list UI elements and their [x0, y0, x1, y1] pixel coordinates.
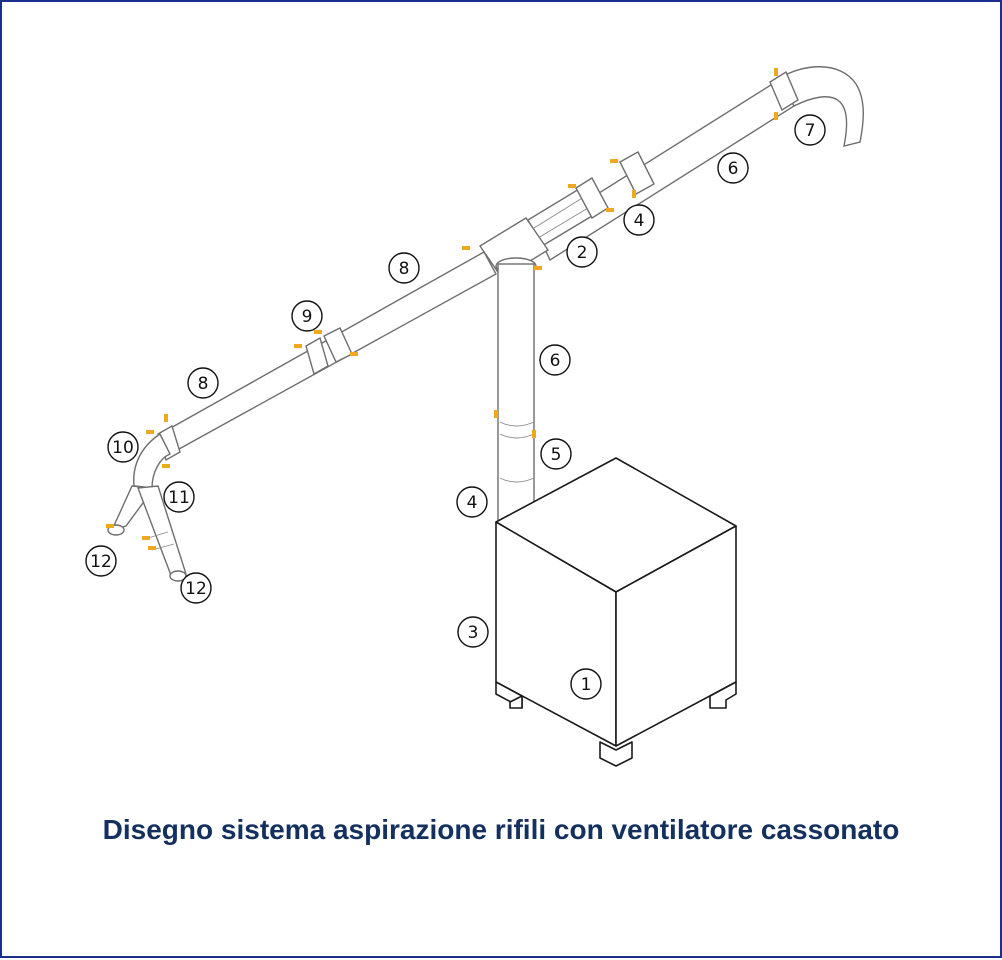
- svg-text:2: 2: [577, 243, 588, 263]
- callout-5: 5: [540, 438, 572, 470]
- callout-3: 3: [457, 616, 489, 648]
- svg-text:10: 10: [112, 438, 134, 458]
- svg-text:4: 4: [467, 493, 478, 513]
- callout-4-bottom: 4: [456, 486, 488, 518]
- callout-9: 9: [291, 300, 323, 332]
- svg-text:5: 5: [551, 445, 562, 465]
- wye-branch: [107, 432, 187, 582]
- main-duct-left: [157, 251, 497, 462]
- elbow-outlet: [779, 66, 864, 147]
- callout-2: 2: [566, 236, 598, 268]
- svg-text:12: 12: [90, 552, 112, 572]
- svg-text:6: 6: [728, 159, 739, 179]
- callout-1: 1: [570, 668, 602, 700]
- diagram-caption: Disegno sistema aspirazione rifili con v…: [102, 814, 900, 845]
- svg-text:12: 12: [185, 579, 207, 599]
- svg-text:9: 9: [302, 307, 313, 327]
- svg-text:7: 7: [805, 121, 816, 141]
- callout-8-left: 8: [187, 367, 219, 399]
- callout-12-left: 12: [85, 545, 117, 577]
- fan-cabinet: [495, 457, 737, 767]
- callout-11: 11: [163, 481, 195, 513]
- vertical-riser: [497, 263, 535, 527]
- svg-text:1: 1: [581, 675, 592, 695]
- clamp-markers: [106, 68, 778, 550]
- svg-text:4: 4: [634, 211, 645, 231]
- svg-text:8: 8: [399, 259, 410, 279]
- callout-6-riser: 6: [539, 344, 571, 376]
- svg-text:11: 11: [168, 488, 190, 508]
- callout-8-right: 8: [388, 252, 420, 284]
- svg-text:6: 6: [550, 351, 561, 371]
- main-duct-right: [527, 66, 864, 262]
- callout-4-top: 4: [623, 204, 655, 236]
- callout-6-top: 6: [717, 152, 749, 184]
- svg-text:8: 8: [198, 374, 209, 394]
- callout-10: 10: [107, 431, 139, 463]
- svg-text:3: 3: [468, 623, 479, 643]
- callout-7: 7: [794, 114, 826, 146]
- callout-12-right: 12: [180, 572, 212, 604]
